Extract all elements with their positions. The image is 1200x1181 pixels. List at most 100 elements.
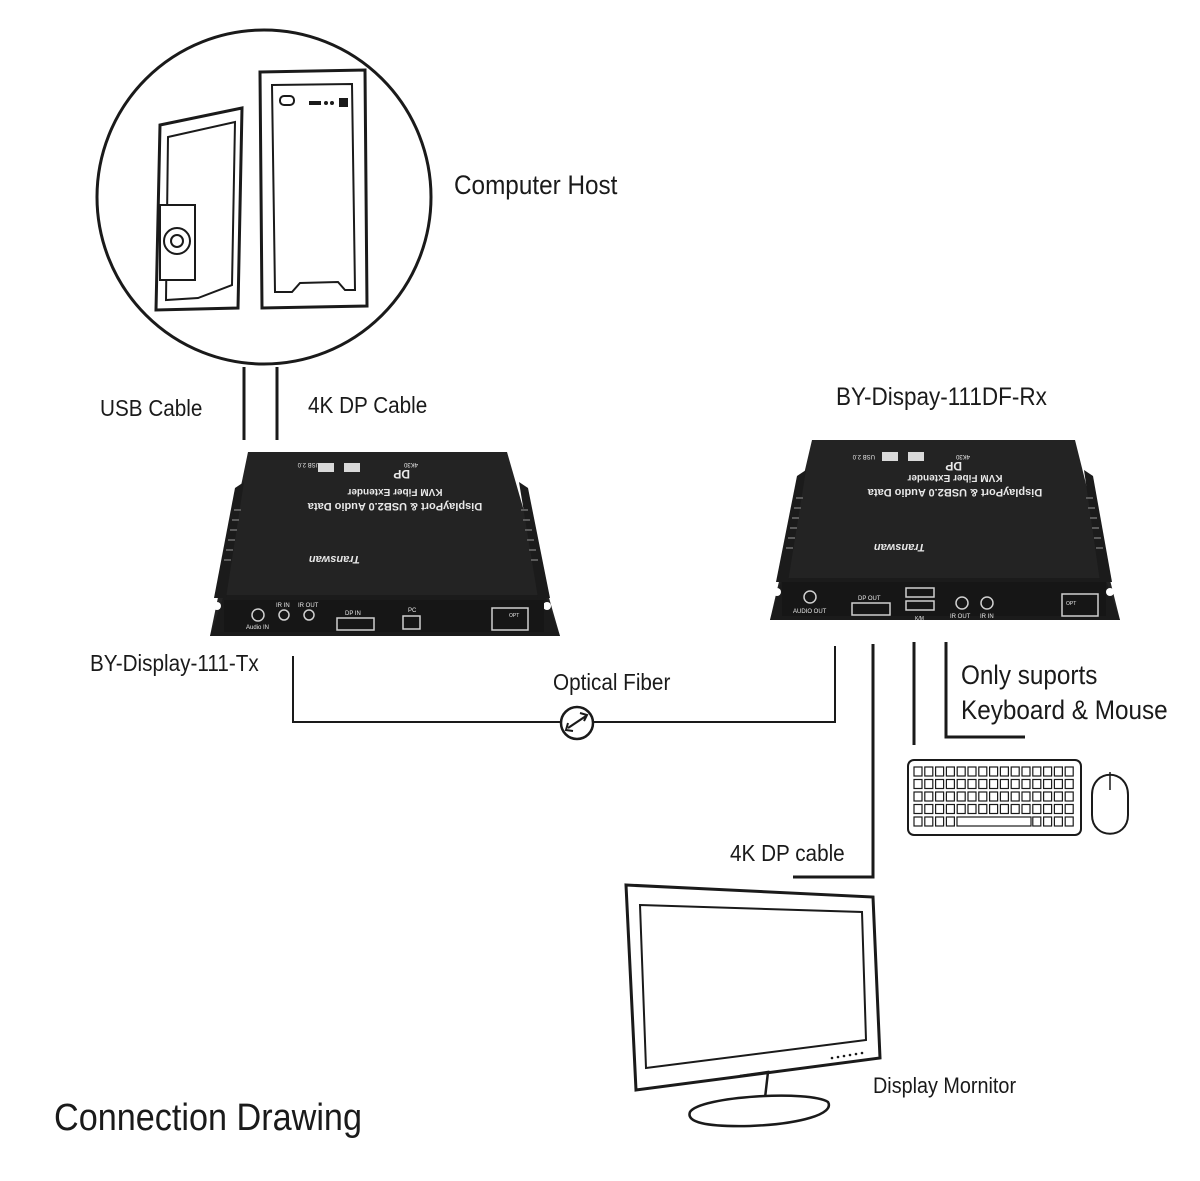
km-cable-line-2 <box>944 642 1025 739</box>
dp-cable-top-label: 4K DP Cable <box>308 392 428 418</box>
dp-cable-line-bottom <box>793 644 875 879</box>
keyboard-key <box>934 766 945 777</box>
keyboard-key <box>999 778 1010 790</box>
keyboard-key <box>1053 803 1064 815</box>
keyboard-key <box>1042 778 1053 790</box>
tx-line1: DisplayPort & USB2.0 Audio Data <box>307 500 482 512</box>
keyboard-spacebar <box>956 816 1032 827</box>
keyboard-key <box>1064 816 1074 827</box>
rx-brand: Transwan <box>874 541 925 553</box>
keyboard-key <box>1032 778 1042 790</box>
keyboard-key <box>999 791 1010 802</box>
tx-port-ir-out: IR OUT <box>298 603 319 609</box>
tx-line2: KVM Fiber Extender <box>347 486 442 497</box>
rx-usb-badge: USB 2.0 <box>852 453 875 459</box>
mouse-icon <box>1091 772 1129 835</box>
keyboard-key <box>1032 803 1042 815</box>
keyboard-key <box>934 791 945 802</box>
tx-port-opt: OPT <box>509 613 519 619</box>
keyboard-key <box>913 803 923 815</box>
keyboard-key <box>978 778 988 790</box>
keyboard-key <box>978 803 988 815</box>
keyboard-key <box>1021 803 1031 815</box>
keyboard-key <box>1021 791 1031 802</box>
keyboard-key <box>913 778 923 790</box>
keyboard-key <box>978 766 988 777</box>
keyboard-key <box>1010 766 1020 777</box>
keyboard-key <box>1064 803 1074 815</box>
keyboard-key <box>956 778 966 790</box>
rx-port-audio-out: AUDIO OUT <box>793 609 827 615</box>
keyboard-key <box>1021 778 1031 790</box>
keyboard-key <box>1042 791 1053 802</box>
fiber-connector-icon <box>559 705 595 741</box>
keyboard-key <box>1042 816 1053 827</box>
tx-port-dp-in: DP IN <box>345 611 361 617</box>
tx-model-label: BY-Display-111-Tx <box>90 650 259 676</box>
rx-res-badge: 4K30 <box>955 453 970 459</box>
rx-port-km: K/M <box>915 616 924 622</box>
computer-host-label: Computer Host <box>454 170 618 200</box>
page-title: Connection Drawing <box>54 1097 362 1139</box>
rx-port-dp-out: DP OUT <box>858 596 881 602</box>
tx-port-ir-in: IR IN <box>276 603 290 609</box>
keyboard-key <box>1021 766 1031 777</box>
rx-port-opt: OPT <box>1066 601 1076 607</box>
keyboard-key <box>934 816 945 827</box>
km-note-line1: Only suports <box>961 660 1098 690</box>
keyboard-key <box>1032 816 1042 827</box>
rx-port-ir-in: IR IN <box>980 614 994 620</box>
keyboard-key <box>945 791 956 802</box>
keyboard-key <box>1064 766 1074 777</box>
usb-cable-label: USB Cable <box>100 395 203 421</box>
keyboard-key <box>1010 791 1020 802</box>
tx-brand: Transwan <box>309 553 360 565</box>
keyboard-key <box>967 778 977 790</box>
keyboard-key <box>1053 778 1064 790</box>
optical-fiber-label: Optical Fiber <box>553 669 671 695</box>
rx-line2: KVM Fiber Extender <box>907 472 1002 483</box>
tx-usb-badge: USB 2.0 <box>297 461 320 467</box>
keyboard-key <box>924 791 934 802</box>
keyboard-key <box>1042 766 1053 777</box>
keyboard-key <box>1042 803 1053 815</box>
tx-device: DisplayPort & USB2.0 Audio Data KVM Fibe… <box>210 452 560 636</box>
km-note-line2: Keyboard & Mouse <box>961 695 1168 725</box>
display-label: Display Mornitor <box>873 1073 1017 1098</box>
keyboard-key <box>924 778 934 790</box>
rx-model-label: BY-Dispay-111DF-Rx <box>836 383 1047 411</box>
tx-dp-badge: DP <box>393 467 410 481</box>
keyboard-key <box>945 766 956 777</box>
keyboard-key <box>945 816 956 827</box>
keyboard-key <box>1064 778 1074 790</box>
keyboard-key <box>1010 803 1020 815</box>
keyboard-key <box>924 816 934 827</box>
keyboard-key <box>978 791 988 802</box>
keyboard-key <box>913 816 923 827</box>
keyboard-key <box>913 791 923 802</box>
keyboard-key <box>913 766 923 777</box>
keyboard-key <box>1053 791 1064 802</box>
keyboard-key <box>1053 766 1064 777</box>
keyboard-key <box>956 791 966 802</box>
keyboard-key <box>945 803 956 815</box>
keyboard-key <box>1053 816 1064 827</box>
rx-dp-badge: DP <box>945 459 962 473</box>
keyboard-key <box>945 778 956 790</box>
computer-host-icon <box>95 28 433 366</box>
keyboard-key <box>956 803 966 815</box>
tx-res-badge: 4K30 <box>403 461 418 467</box>
keyboard-key <box>934 803 945 815</box>
keyboard-key <box>967 766 977 777</box>
keyboard-icon <box>907 759 1082 836</box>
keyboard-key <box>999 766 1010 777</box>
keyboard-key <box>924 766 934 777</box>
keyboard-key <box>999 803 1010 815</box>
keyboard-key <box>1064 791 1074 802</box>
tx-port-audio-in: Audio IN <box>246 625 269 631</box>
keyboard-key <box>1032 791 1042 802</box>
keyboard-key <box>988 803 999 815</box>
tx-port-pc: PC <box>408 608 417 614</box>
dp-cable-bottom-label: 4K DP cable <box>730 840 845 866</box>
